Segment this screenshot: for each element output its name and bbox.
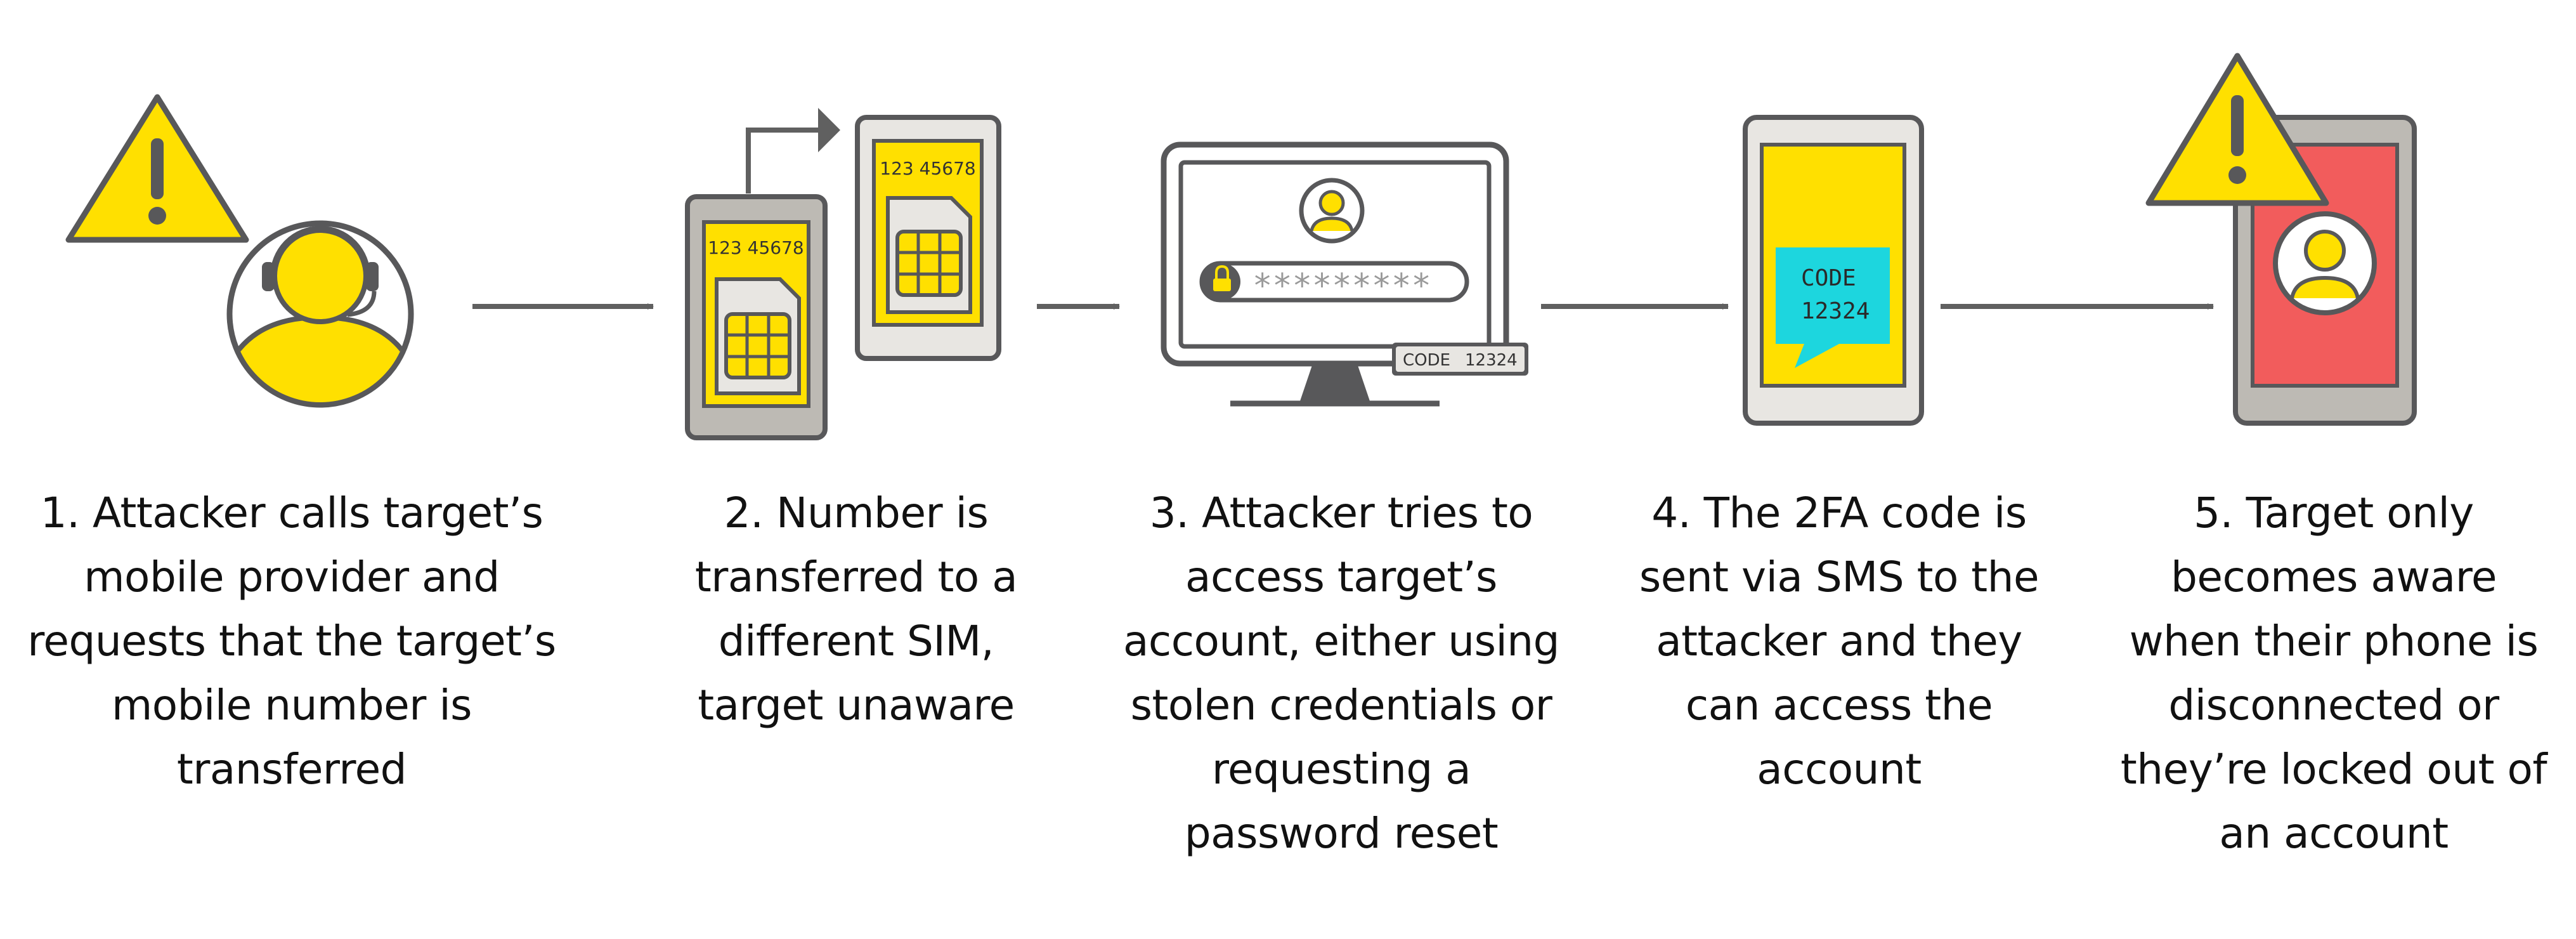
password-field: ********* (1199, 261, 1469, 305)
caption-line: becomes aware (2170, 553, 2497, 601)
transfer-arrow (746, 128, 818, 194)
caption-line: an account (2219, 809, 2449, 858)
step-1-caption: 1. Attacker calls target’s mobile provid… (6, 481, 577, 801)
caption-line: access target’s (1185, 553, 1497, 601)
warning-icon (65, 94, 249, 243)
sim-card-icon (886, 196, 972, 314)
step-2-caption: 2. Number is transferred to a different … (634, 481, 1078, 737)
caption-line: stolen credentials or (1130, 681, 1552, 730)
caption-line: target unaware (698, 681, 1015, 730)
monitor-icon (1161, 141, 1509, 407)
sim-number-right: 123 45678 (880, 158, 975, 179)
password-mask: ********* (1252, 267, 1431, 305)
phone-right: 123 45678 (855, 115, 1001, 361)
phone-left: 123 45678 (685, 194, 828, 440)
code-tag: CODE 12324 (1392, 343, 1528, 376)
caption-line: 4. The 2FA code is (1651, 489, 2027, 537)
caption-line: account (1757, 745, 1922, 794)
caption-line: requesting a (1211, 745, 1471, 794)
caption-line: requests that the target’s (27, 617, 556, 666)
caption-line: sent via SMS to the (1639, 553, 2039, 601)
caption-line: transferred (176, 745, 407, 794)
headset-user-icon (226, 220, 414, 408)
sms-code-value: 12324 (1801, 298, 1870, 324)
caption-line: account, either using (1122, 617, 1560, 666)
caption-line: 1. Attacker calls target’s (40, 489, 543, 537)
code-tag-value: 12324 (1465, 351, 1518, 370)
caption-line: attacker and they (1656, 617, 2022, 666)
code-tag-label: CODE (1403, 351, 1450, 370)
step4-illustration: CODE 12324 (1743, 115, 1924, 426)
caption-line: 5. Target only (2194, 489, 2474, 537)
sim-number-left: 123 45678 (708, 237, 803, 258)
sim-card-icon (715, 277, 801, 395)
caption-line: can access the (1685, 681, 1993, 730)
sms-code-label: CODE (1801, 265, 1856, 291)
user-icon (1299, 178, 1365, 244)
caption-line: mobile number is (111, 681, 472, 730)
step3-illustration: ********* CODE 12324 (1161, 141, 1528, 407)
caption-line: mobile provider and (84, 553, 500, 601)
step5-illustration (2145, 53, 2417, 426)
warning-icon (2145, 53, 2329, 206)
step-4-caption: 4. The 2FA code is sent via SMS to the a… (1598, 481, 2080, 801)
step2-illustration: 123 45678 123 45678 (685, 108, 1001, 440)
caption-line: disconnected or (2168, 681, 2499, 730)
step-3-caption: 3. Attacker tries to access target’s acc… (1072, 481, 1611, 865)
speech-bubble-icon: CODE 12324 (1776, 247, 1890, 368)
caption-line: transferred to a (694, 553, 1018, 601)
user-icon (2273, 211, 2377, 315)
caption-line: they’re locked out of (2120, 745, 2547, 794)
caption-line: different SIM, (718, 617, 994, 666)
caption-line: password reset (1184, 809, 1499, 858)
caption-line: 3. Attacker tries to (1149, 489, 1533, 537)
lock-icon (1213, 265, 1231, 291)
caption-line: 2. Number is (724, 489, 989, 537)
step-5-caption: 5. Target only becomes aware when their … (2093, 481, 2575, 865)
step1-illustration (65, 94, 414, 408)
caption-line: when their phone is (2129, 617, 2539, 666)
